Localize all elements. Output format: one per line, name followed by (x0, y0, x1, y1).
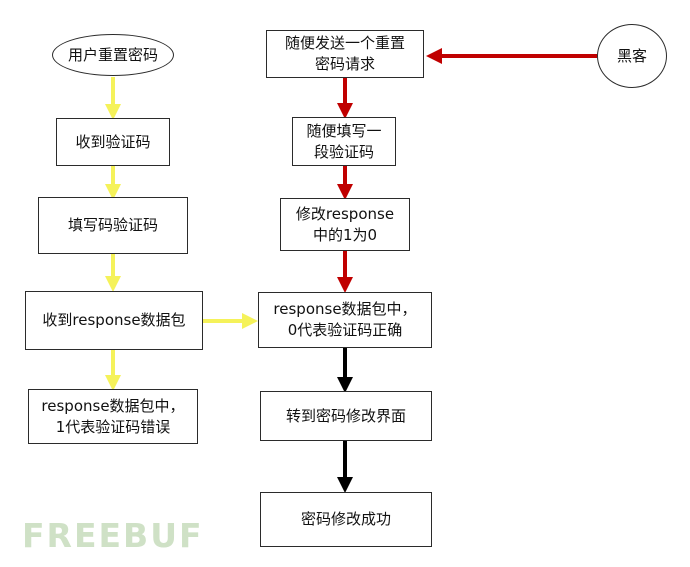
node-modify-response-label: 修改response 中的1为0 (295, 204, 395, 244)
node-random-fill-label: 随便填写一 段验证码 (306, 121, 382, 161)
node-receive-response-label: 收到response数据包 (42, 311, 186, 329)
node-goto-modify-label: 转到密码修改界面 (285, 406, 406, 425)
node-modify-success-label: 密码修改成功 (300, 510, 391, 528)
node-hacker-label: 黑客 (616, 46, 647, 65)
node-goto-modify: 转到密码修改界面 (260, 391, 432, 441)
node-receive-code: 收到验证码 (56, 118, 170, 166)
node-receive-response: 收到response数据包 (25, 291, 203, 350)
node-response-correct-label: response数据包中， 0代表验证码正确 (273, 300, 417, 339)
node-response-error: response数据包中， 1代表验证码错误 (28, 389, 198, 444)
node-hacker: 黑客 (597, 24, 667, 88)
node-modify-success: 密码修改成功 (260, 492, 432, 547)
node-response-error-label: response数据包中， 1代表验证码错误 (41, 396, 185, 436)
node-fill-code-label: 填写码验证码 (67, 216, 158, 234)
node-user-reset: 用户重置密码 (52, 34, 174, 76)
node-random-request: 随便发送一个重置 密码请求 (266, 30, 424, 78)
node-response-correct: response数据包中， 0代表验证码正确 (258, 292, 432, 348)
node-fill-code: 填写码验证码 (38, 197, 188, 254)
node-user-reset-label: 用户重置密码 (67, 45, 158, 64)
node-modify-response: 修改response 中的1为0 (280, 198, 410, 251)
freebuf-watermark: FREEBUF (22, 516, 204, 555)
node-receive-code-label: 收到验证码 (75, 132, 151, 151)
node-random-request-label: 随便发送一个重置 密码请求 (284, 34, 405, 73)
node-random-fill: 随便填写一 段验证码 (292, 117, 396, 166)
